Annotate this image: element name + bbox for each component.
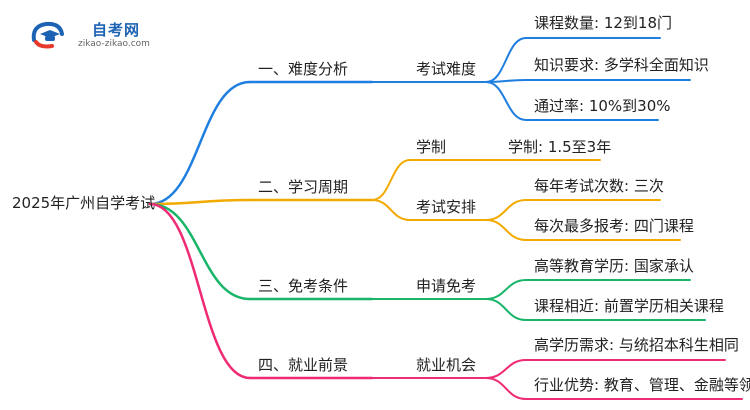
node-employment-opportunity[interactable]: 就业机会 bbox=[416, 356, 477, 374]
logo-url: zikao-zikao.com bbox=[78, 39, 150, 49]
leaf-course-count: 课程数量: 12到18门 bbox=[534, 14, 672, 32]
link-leaf-industry-advantage bbox=[485, 377, 527, 400]
link-period-schedule bbox=[371, 199, 411, 221]
branch-study-period[interactable]: 二、学习周期 bbox=[258, 178, 349, 196]
leaf-max-courses: 每次最多报考: 四门课程 bbox=[534, 217, 694, 235]
node-schooling[interactable]: 学制 bbox=[416, 138, 447, 156]
link-leaf-pass-rate bbox=[485, 81, 527, 121]
link-leaf-max-courses bbox=[485, 219, 527, 241]
link-root-difficulty bbox=[148, 80, 252, 206]
node-exam-schedule[interactable]: 考试安排 bbox=[416, 198, 477, 216]
leaf-exams-per-year: 每年考试次数: 三次 bbox=[534, 177, 664, 195]
branch-exemption[interactable]: 三、免考条件 bbox=[258, 277, 349, 295]
node-exam-difficulty[interactable]: 考试难度 bbox=[416, 60, 477, 78]
link-root-exemption bbox=[148, 202, 252, 301]
leaf-industry-advantage: 行业优势: 教育、管理、金融等领域 bbox=[534, 376, 750, 394]
node-exemption-application[interactable]: 申请免考 bbox=[416, 277, 477, 295]
graduation-cap-icon bbox=[31, 21, 64, 49]
link-leaf-higher-education bbox=[485, 279, 527, 300]
branch-employment[interactable]: 四、就业前景 bbox=[258, 356, 349, 374]
link-leaf-exams-per-year bbox=[485, 199, 527, 221]
logo-name: 自考网 bbox=[92, 21, 141, 39]
leaf-similar-courses: 课程相近: 前置学历相关课程 bbox=[534, 297, 724, 315]
link-root-study-period bbox=[148, 198, 252, 206]
branch-difficulty[interactable]: 一、难度分析 bbox=[258, 60, 349, 78]
site-logo[interactable]: 自考网 zikao-zikao.com bbox=[30, 18, 150, 58]
link-period-schooling bbox=[371, 159, 411, 201]
leaf-schooling-years: 学制: 1.5至3年 bbox=[508, 138, 612, 156]
leaf-pass-rate: 通过率: 10%到30% bbox=[534, 97, 671, 115]
link-leaf-education-demand bbox=[485, 359, 527, 379]
leaf-knowledge-requirement: 知识要求: 多学科全面知识 bbox=[534, 56, 709, 74]
root-node[interactable]: 2025年广州自学考试 bbox=[12, 194, 156, 212]
link-leaf-similar-courses bbox=[485, 298, 527, 321]
leaf-higher-education: 高等教育学历: 国家承认 bbox=[534, 257, 694, 275]
link-leaf-course-count bbox=[485, 37, 527, 83]
leaf-education-demand: 高学历需求: 与统招本科生相同 bbox=[534, 336, 739, 354]
link-root-employment bbox=[148, 202, 252, 380]
